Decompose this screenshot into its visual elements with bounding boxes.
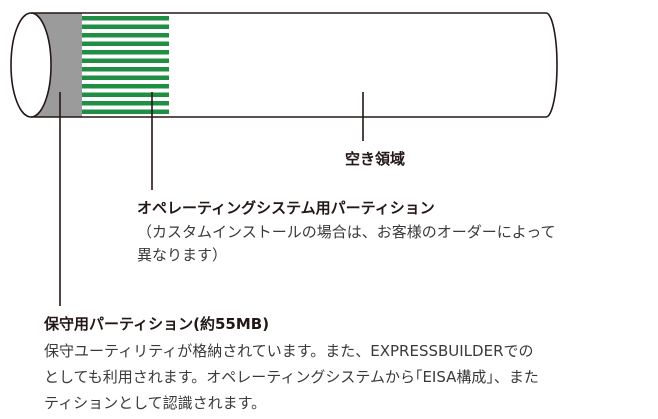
os-partition-stripe (82, 92, 169, 97)
os-partition-stripe (82, 58, 169, 63)
os-partition-stripe (82, 67, 169, 72)
os-partition-stripe (82, 50, 169, 55)
os-partition-stripe (82, 41, 169, 46)
os-partition-stripe (82, 24, 169, 29)
free-space-label: 空き領域 (345, 150, 406, 168)
os-partition-stripe (82, 109, 169, 114)
cylinder-left-cap (10, 12, 52, 118)
maintenance-partition-description-line-3: ティションとして認識されます。 (44, 394, 267, 412)
cylinder-outline (31, 12, 558, 118)
os-partition-stripe (82, 75, 169, 80)
os-partition-region (82, 16, 169, 114)
os-partition-description-line-1: （カスタムインストールの場合は、お客様のオーダーによって (137, 223, 556, 241)
os-partition-stripe (82, 33, 169, 38)
os-partition-description-line-2: 異なります） (137, 246, 228, 264)
maintenance-partition-description-line-2: としても利用されます。オペレーティングシステムから｢EISA構成｣、また (44, 368, 539, 386)
os-partition-stripe (82, 84, 169, 89)
maintenance-partition-title: 保守用パーティション(約55MB) (44, 315, 270, 333)
os-partition-title: オペレーティングシステム用パーティション (137, 199, 435, 217)
os-partition-stripe (82, 16, 169, 21)
os-partition-stripe (82, 101, 169, 106)
maintenance-partition-description-line-1: 保守ユーティリティが格納されています。また、EXPRESSBUILDERでの (44, 342, 534, 360)
